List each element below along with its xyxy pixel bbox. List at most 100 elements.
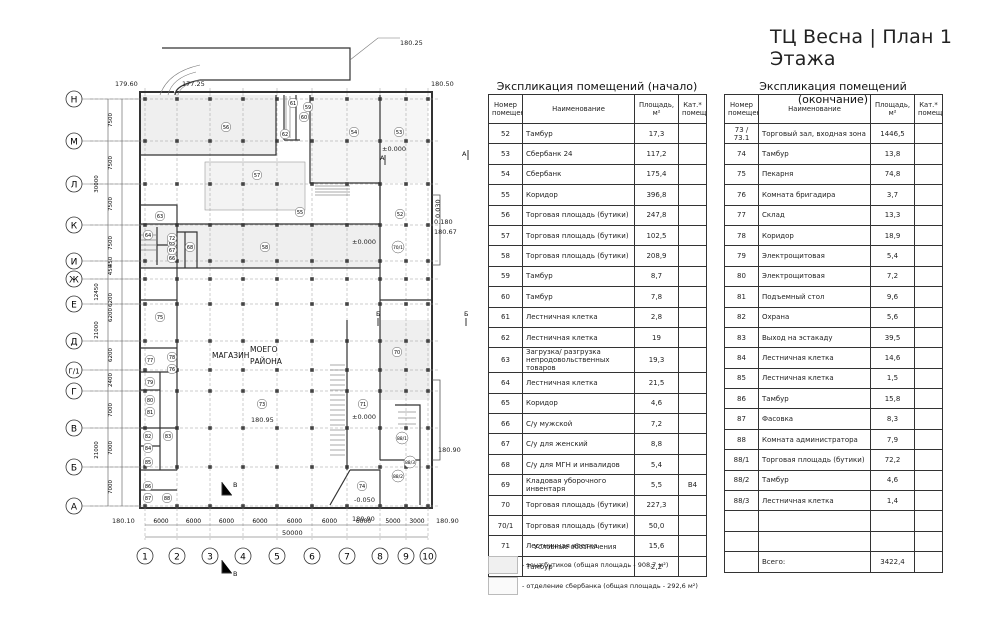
table-left-cell-num: 66 bbox=[488, 413, 523, 435]
header-area: Площадь, м² bbox=[870, 94, 915, 124]
table-right-cell-num bbox=[724, 551, 759, 573]
structural-column bbox=[310, 259, 314, 263]
table-left-cell-cat bbox=[678, 515, 707, 537]
structural-column bbox=[404, 277, 408, 281]
room-number: 80 bbox=[147, 398, 153, 404]
table-left-cell-num: 60 bbox=[488, 286, 523, 308]
structural-column bbox=[143, 368, 147, 372]
table-right-cell-cat bbox=[914, 326, 943, 349]
column-axis-bubble: 7 bbox=[338, 547, 356, 565]
room-number: 83 bbox=[165, 434, 171, 440]
header-area: Площадь, м² bbox=[634, 94, 679, 124]
row-axis-bubble: В bbox=[65, 419, 140, 437]
level-right-1: 0.180 bbox=[434, 218, 453, 226]
table-right-cell-area: 1,4 bbox=[870, 490, 915, 512]
column-axis-label: 9 bbox=[403, 553, 409, 563]
room-number: 58 bbox=[262, 245, 268, 251]
room-number: 53 bbox=[396, 130, 402, 136]
table-left-cell-name: Тамбур bbox=[522, 286, 635, 308]
page-title: ТЦ Весна | План 1 Этажа bbox=[770, 26, 953, 70]
table-left-cell-name: Тамбур bbox=[522, 265, 635, 288]
table-right-cell-area: 5,4 bbox=[870, 245, 915, 267]
table-left-cell-cat bbox=[678, 286, 707, 308]
table-left-cell-cat bbox=[678, 535, 707, 557]
zone-boutique-56 bbox=[141, 95, 276, 155]
room-number: 88/2 bbox=[393, 474, 403, 480]
table-left-cell-area: 19 bbox=[634, 326, 679, 349]
table-right-cell-num bbox=[724, 530, 759, 553]
structural-column bbox=[275, 139, 279, 143]
table-left-title: Экспликация помещений (начало) bbox=[496, 80, 698, 93]
structural-column bbox=[175, 182, 179, 186]
table-left-cell-num: 64 bbox=[488, 372, 523, 394]
structural-column bbox=[175, 139, 179, 143]
table-left-cell-num: 52 bbox=[488, 122, 523, 145]
row-axis-bubble: Ж bbox=[65, 270, 140, 288]
room-number: 72 bbox=[169, 236, 175, 242]
table-left-cell-name: Сбербанк bbox=[522, 163, 635, 186]
column-axis-label: 8 bbox=[377, 553, 383, 563]
table-left-cell-num: 58 bbox=[488, 245, 523, 267]
room-marker: 88/2 bbox=[391, 469, 405, 483]
row-dimension: 30000 bbox=[94, 175, 100, 193]
table-right-cell-name: Тамбур bbox=[758, 388, 871, 410]
table-right-cell-name: Тамбур bbox=[758, 469, 871, 492]
room-number: 88/1 bbox=[397, 436, 407, 442]
ramp bbox=[432, 194, 441, 266]
section-v-2: В bbox=[233, 570, 237, 578]
column-axis-label: 5 bbox=[274, 553, 280, 563]
row-axis-label: Г bbox=[71, 388, 77, 398]
row-dimension: 450 bbox=[108, 264, 114, 275]
room-number: 65 bbox=[169, 241, 175, 247]
structural-column bbox=[241, 223, 245, 227]
room-marker: 72 bbox=[166, 232, 178, 244]
table-right-cell-cat bbox=[914, 428, 943, 451]
table-left-cell-area: 117,2 bbox=[634, 143, 679, 165]
column-dimension: 5000 bbox=[385, 518, 400, 525]
structural-column bbox=[310, 139, 314, 143]
table-right-cell-cat bbox=[914, 469, 943, 492]
table-left-cell-num: 70/1 bbox=[488, 515, 523, 537]
row-dimension: 12450 bbox=[94, 283, 100, 301]
room-marker: 52 bbox=[394, 208, 406, 220]
table-left-cell-area: 4,6 bbox=[634, 392, 679, 415]
room-number: 66 bbox=[169, 256, 175, 262]
structural-column bbox=[310, 389, 314, 393]
table-left-cell-area: 19,3 bbox=[634, 347, 679, 374]
level-center: 180.95 bbox=[251, 416, 274, 424]
table-left-cell-cat bbox=[678, 224, 707, 247]
room-marker: 58 bbox=[259, 241, 271, 253]
table-right-cell-area: 4,6 bbox=[870, 469, 915, 492]
table-right-cell-area: 8,3 bbox=[870, 408, 915, 430]
shop-label-3: РАЙОНА bbox=[250, 357, 283, 366]
room-marker: 68 bbox=[184, 241, 196, 253]
zone-57 bbox=[204, 161, 306, 211]
row-axis-label: М bbox=[70, 138, 78, 148]
room-number: 54 bbox=[351, 130, 357, 136]
table-right-cell-area: 3422,4 bbox=[870, 551, 915, 573]
shop-label-2: МОЕГО bbox=[250, 345, 278, 354]
structural-column bbox=[275, 302, 279, 306]
plan-structure bbox=[90, 37, 469, 574]
structural-column bbox=[345, 259, 349, 263]
structural-column bbox=[426, 182, 430, 186]
table-left-cell-name: Торговая площадь (бутики) bbox=[522, 204, 635, 226]
room-number: 86 bbox=[145, 484, 151, 490]
column-dimension: 6000 bbox=[287, 518, 302, 525]
table-right-cell-area: 15,8 bbox=[870, 388, 915, 410]
row-axis-label: Л bbox=[71, 181, 78, 191]
table-right-cell-name: Фасовка bbox=[758, 408, 871, 430]
table-right: Номер помещения Наименование Площадь, м²… bbox=[724, 94, 943, 573]
structural-column bbox=[241, 277, 245, 281]
structural-column bbox=[310, 504, 314, 508]
table-right-cell-name: Комната администратора bbox=[758, 428, 871, 451]
table-right-cell-area: 13,3 bbox=[870, 204, 915, 226]
